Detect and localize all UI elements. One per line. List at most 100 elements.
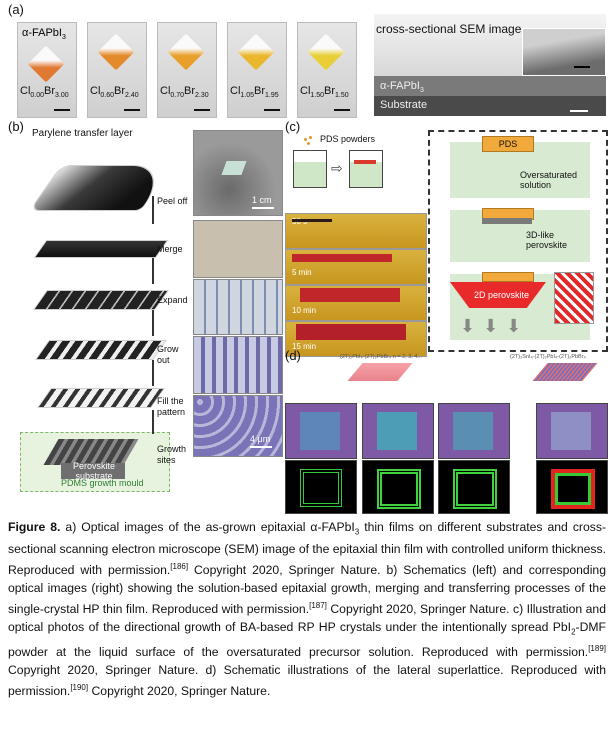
step-peel-off: Peel off <box>157 196 188 206</box>
step-sites: sites <box>157 455 176 465</box>
merged-film-sheet <box>33 240 169 258</box>
step-fill: Fill the <box>157 396 184 406</box>
film-label: α-FAPbI3 <box>22 27 66 42</box>
arrow-up-icon <box>152 410 154 434</box>
panel-label-a: (a) <box>8 2 24 17</box>
step-growth: Growth <box>157 444 187 454</box>
solution-vial-2 <box>349 150 383 188</box>
arrow-up-icon <box>152 310 154 336</box>
floating-crystals <box>354 160 376 164</box>
growth-photo-15min: 15 min <box>285 321 427 357</box>
figure-number: Figure 8. <box>8 520 61 534</box>
scale-bar <box>264 109 280 111</box>
sem-substrate-label: Substrate <box>380 99 428 111</box>
pds-powders-label: PDS powders <box>320 134 376 144</box>
filled-pattern-sheet <box>36 388 166 408</box>
sem-inset <box>522 28 606 76</box>
formula-right: (2T)₂SnI₄-(2T)₂PbI₄-(2T)₂PbBr₄ <box>510 354 586 360</box>
pds-box: PDS <box>482 136 534 152</box>
crystal-diamond <box>27 45 65 83</box>
optical-grow-out <box>193 336 283 394</box>
superlattice-schematic-left <box>347 363 413 381</box>
step-pattern: pattern <box>157 407 186 417</box>
crystal-image-1: α-FAPbI3 Cl0.00Br3.00 <box>17 22 77 118</box>
pds-powder-dots <box>304 136 314 146</box>
scale-bar <box>124 109 140 111</box>
step-out: out <box>157 355 170 365</box>
panel-label-d: (d) <box>285 348 301 363</box>
formula-left: (2T)₂PbI₄-(2T)₂PbBr₄ n = 2, 3, 4... <box>340 354 422 360</box>
process-arrow-icon: ⇨ <box>331 160 343 176</box>
perovskite-substrate-block <box>61 463 125 479</box>
growth-photo-10min: 10 min <box>285 285 427 321</box>
optical-square-4 <box>536 403 608 459</box>
step-merge: Merge <box>157 244 183 254</box>
sem-inset-scale-bar <box>574 66 590 68</box>
arrow-up-icon <box>152 196 154 224</box>
twod-label: 2D perovskite <box>474 290 530 300</box>
optical-merge <box>193 220 283 278</box>
arrow-up-icon <box>152 360 154 386</box>
step-expand: Expand <box>157 295 188 305</box>
growth-arrows-icon: ⬇⬇⬇ <box>460 316 530 336</box>
crystal-formula: Cl0.60Br2.40 <box>90 85 139 100</box>
crystal-formula: Cl1.50Br1.50 <box>300 85 349 100</box>
crystal-image-4: Cl1.05Br1.95 <box>227 22 287 118</box>
pl-image-4 <box>536 460 608 514</box>
crystal-image-5: Cl1.50Br1.50 <box>297 22 357 118</box>
crystal-diamond <box>97 33 135 71</box>
optical-peel-off: 1 cm <box>193 130 283 216</box>
pdms-label: PDMS growth mould <box>61 478 144 488</box>
scale-bar <box>334 109 350 111</box>
sem-title: cross-sectional SEM image <box>376 22 522 36</box>
twod-perovskite-wedge <box>450 282 546 308</box>
step-grow: Grow <box>157 344 179 354</box>
figure-caption: Figure 8. a) Optical images of the as-gr… <box>8 520 607 699</box>
scale-bar <box>252 207 274 209</box>
scale-bar <box>250 446 272 448</box>
optical-square-3 <box>438 403 510 459</box>
sem-film-label: α-FAPbI3 <box>380 80 424 95</box>
pl-image-1 <box>285 460 357 514</box>
scale-label-top: 1 cm <box>252 195 272 205</box>
solution-vial-1 <box>293 150 327 188</box>
crystal-diamond <box>307 33 345 71</box>
panel-label-b: (b) <box>8 119 24 134</box>
pl-image-2 <box>362 460 434 514</box>
crystal-lattice-inset <box>554 272 594 324</box>
crystal-image-3: Cl0.70Br2.30 <box>157 22 217 118</box>
optical-expand <box>193 279 283 335</box>
pl-image-3 <box>438 460 510 514</box>
panel-label-c: (c) <box>285 119 301 134</box>
growth-photo-5min: 5 min <box>285 249 427 285</box>
crystal-formula: Cl0.70Br2.30 <box>160 85 209 100</box>
crystal-diamond <box>167 33 205 71</box>
optical-square-2 <box>362 403 434 459</box>
optical-fill-pattern: 4 μm <box>193 395 283 457</box>
transfer-layer-label: Parylene transfer layer <box>32 128 133 139</box>
growth-photo-50s: 50 s <box>285 213 427 249</box>
expanded-film-sheet <box>32 290 170 310</box>
crystal-formula: Cl1.05Br1.95 <box>230 85 279 100</box>
threed-layer <box>482 218 532 224</box>
transferred-film <box>221 161 247 175</box>
superlattice-schematic-right <box>532 363 598 381</box>
scale-bar <box>54 109 70 111</box>
pds-layer-2 <box>482 272 534 282</box>
sem-scale-bar <box>570 110 588 112</box>
scale-bar <box>194 109 210 111</box>
crystal-formula: Cl0.00Br3.00 <box>20 85 69 100</box>
sem-film-layer <box>374 76 606 96</box>
grown-islands-sheet <box>34 340 168 360</box>
optical-square-1 <box>285 403 357 459</box>
sem-image: cross-sectional SEM image α-FAPbI3 Subst… <box>374 14 606 116</box>
sem-substrate-layer <box>374 96 606 116</box>
crystal-diamond <box>237 33 275 71</box>
crystal-image-2: Cl0.60Br2.40 <box>87 22 147 118</box>
arrow-up-icon <box>152 258 154 284</box>
